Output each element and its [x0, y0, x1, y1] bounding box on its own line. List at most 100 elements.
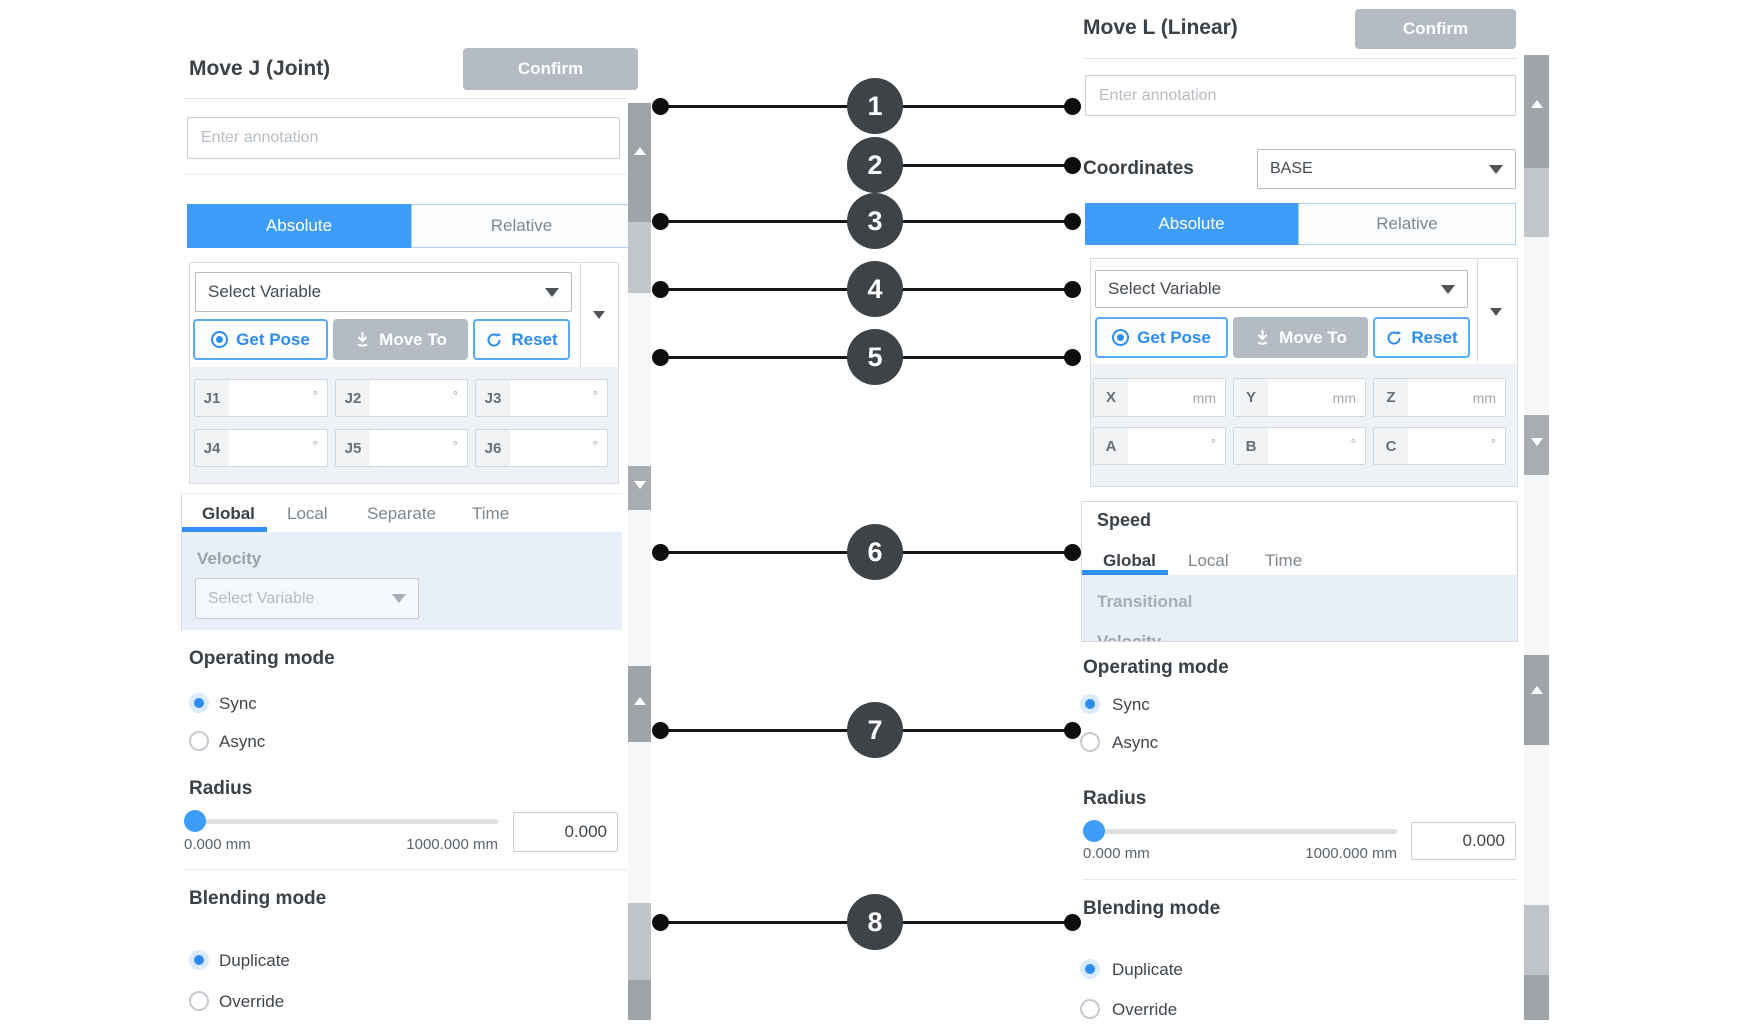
override-label[interactable]: Override [1112, 1000, 1178, 1019]
movej-j4-field[interactable]: J4 ° [194, 429, 328, 467]
movel-get-pose-button[interactable]: Get Pose [1095, 317, 1228, 358]
callout-1-endpoint-dot [652, 98, 669, 115]
radius-heading: Radius [189, 778, 253, 799]
movel-c-field[interactable]: C ° [1373, 427, 1506, 465]
movej-confirm-button[interactable]: Confirm [463, 48, 638, 90]
right-scrollbar-button[interactable] [1524, 655, 1549, 745]
right-scrollbar-segment [1524, 975, 1549, 1020]
radius-min-label: 0.000 mm [184, 836, 251, 853]
divider [181, 493, 182, 631]
movej-variable-select[interactable]: Select Variable [195, 272, 572, 312]
movej-sync-radio[interactable] [189, 693, 209, 713]
speed-heading: Speed [1097, 510, 1152, 530]
movej-async-radio[interactable] [189, 731, 209, 751]
movej-j3-field[interactable]: J3 ° [475, 379, 608, 417]
movel-speed-tab-local[interactable]: Local [1188, 551, 1229, 570]
movej-velocity-select[interactable]: Select Variable [195, 578, 419, 619]
movel-annotation-input[interactable] [1085, 75, 1516, 116]
divider [181, 493, 622, 494]
movel-z-field[interactable]: Z mm [1373, 378, 1506, 417]
operating-mode-heading: Operating mode [189, 648, 335, 669]
movel-sync-radio[interactable] [1080, 694, 1100, 714]
movel-duplicate-radio[interactable] [1080, 959, 1100, 979]
center-scrollbar-button[interactable] [628, 466, 651, 510]
movej-radius-slider-track[interactable] [184, 819, 498, 824]
center-scrollbar-button[interactable] [628, 666, 651, 742]
movej-move-to-button[interactable]: Move To [333, 319, 468, 360]
duplicate-label[interactable]: Duplicate [1112, 960, 1183, 979]
chevron-down-icon[interactable] [593, 311, 605, 319]
movel-radius-slider-track[interactable] [1083, 829, 1397, 834]
divider [184, 869, 633, 870]
movej-speed-tab-local[interactable]: Local [287, 504, 328, 523]
movej-override-radio[interactable] [189, 991, 209, 1011]
clipped-velocity-label: Velocity [1097, 632, 1161, 641]
movel-reset-button[interactable]: Reset [1373, 317, 1470, 358]
divider [184, 98, 626, 99]
movej-speed-tab-separate[interactable]: Separate [367, 504, 436, 523]
movej-tab-absolute[interactable]: Absolute [187, 204, 411, 248]
sync-label[interactable]: Sync [1112, 695, 1150, 714]
async-label[interactable]: Async [219, 732, 266, 751]
chevron-down-icon [1441, 284, 1455, 294]
movej-duplicate-radio[interactable] [189, 950, 209, 970]
callout-4-endpoint-dot [1064, 281, 1081, 298]
divider [1083, 58, 1518, 59]
callout-8-badge: 8 [847, 894, 903, 950]
movej-reset-button[interactable]: Reset [473, 319, 570, 360]
movej-radius-value-input[interactable]: 0.000 [513, 812, 618, 852]
movel-radius-slider-thumb[interactable] [1083, 820, 1105, 842]
callout-4-endpoint-dot [652, 281, 669, 298]
movel-coordinates-select[interactable]: BASE [1257, 149, 1516, 189]
velocity-label: Velocity [197, 549, 262, 568]
center-scrollbar-button[interactable] [628, 103, 651, 222]
movel-async-radio[interactable] [1080, 732, 1100, 752]
right-scrollbar-button[interactable] [1524, 415, 1549, 475]
movel-y-field[interactable]: Y mm [1233, 378, 1366, 417]
movel-radius-value-input[interactable]: 0.000 [1411, 822, 1516, 860]
right-scrollbar-segment [1524, 237, 1549, 415]
movej-speed-tab-global[interactable]: Global [202, 504, 255, 523]
movej-radius-slider-thumb[interactable] [184, 810, 206, 832]
center-scrollbar-segment [628, 222, 651, 293]
duplicate-label[interactable]: Duplicate [219, 951, 290, 970]
divider [580, 263, 581, 367]
movel-tab-absolute[interactable]: Absolute [1085, 203, 1298, 245]
override-label[interactable]: Override [219, 992, 285, 1011]
movej-tab-relative[interactable]: Relative [411, 204, 632, 248]
callout-1-endpoint-dot [1064, 98, 1081, 115]
movej-j1-field[interactable]: J1 ° [194, 379, 328, 417]
right-scrollbar-button[interactable] [1524, 55, 1549, 168]
movel-move-to-button[interactable]: Move To [1233, 317, 1368, 358]
async-label[interactable]: Async [1112, 733, 1159, 752]
movel-variable-select[interactable]: Select Variable [1095, 270, 1468, 308]
movej-get-pose-button[interactable]: Get Pose [193, 319, 328, 360]
callout-2-line [875, 164, 1072, 167]
movej-speed-tab-time[interactable]: Time [472, 504, 510, 523]
radius-heading: Radius [1083, 788, 1147, 809]
callout-3-endpoint-dot [652, 213, 669, 230]
movel-speed-tab-time[interactable]: Time [1265, 551, 1303, 570]
movel-tab-relative[interactable]: Relative [1298, 203, 1516, 245]
movel-a-field[interactable]: A ° [1093, 427, 1226, 465]
chevron-down-icon [545, 287, 559, 297]
movej-j6-field[interactable]: J6 ° [475, 429, 608, 467]
scroll-up-icon [633, 147, 646, 155]
right-scrollbar-segment [1524, 168, 1549, 237]
callout-6-endpoint-dot [652, 544, 669, 561]
movel-override-radio[interactable] [1080, 999, 1100, 1019]
movej-j5-field[interactable]: J5 ° [335, 429, 468, 467]
movel-x-field[interactable]: X mm [1093, 378, 1226, 417]
active-tab-underline [1082, 570, 1168, 575]
right-scrollbar-segment [1524, 905, 1549, 975]
movel-confirm-button[interactable]: Confirm [1355, 9, 1516, 49]
movel-speed-tab-global[interactable]: Global [1103, 551, 1156, 570]
radius-min-label: 0.000 mm [1083, 845, 1150, 862]
movej-j2-field[interactable]: J2 ° [335, 379, 468, 417]
scroll-up-icon [1530, 100, 1543, 108]
chevron-down-icon[interactable] [1490, 308, 1502, 316]
target-radio-icon [211, 331, 229, 348]
movej-annotation-input[interactable] [187, 117, 620, 159]
sync-label[interactable]: Sync [219, 694, 257, 713]
movel-b-field[interactable]: B ° [1233, 427, 1366, 465]
